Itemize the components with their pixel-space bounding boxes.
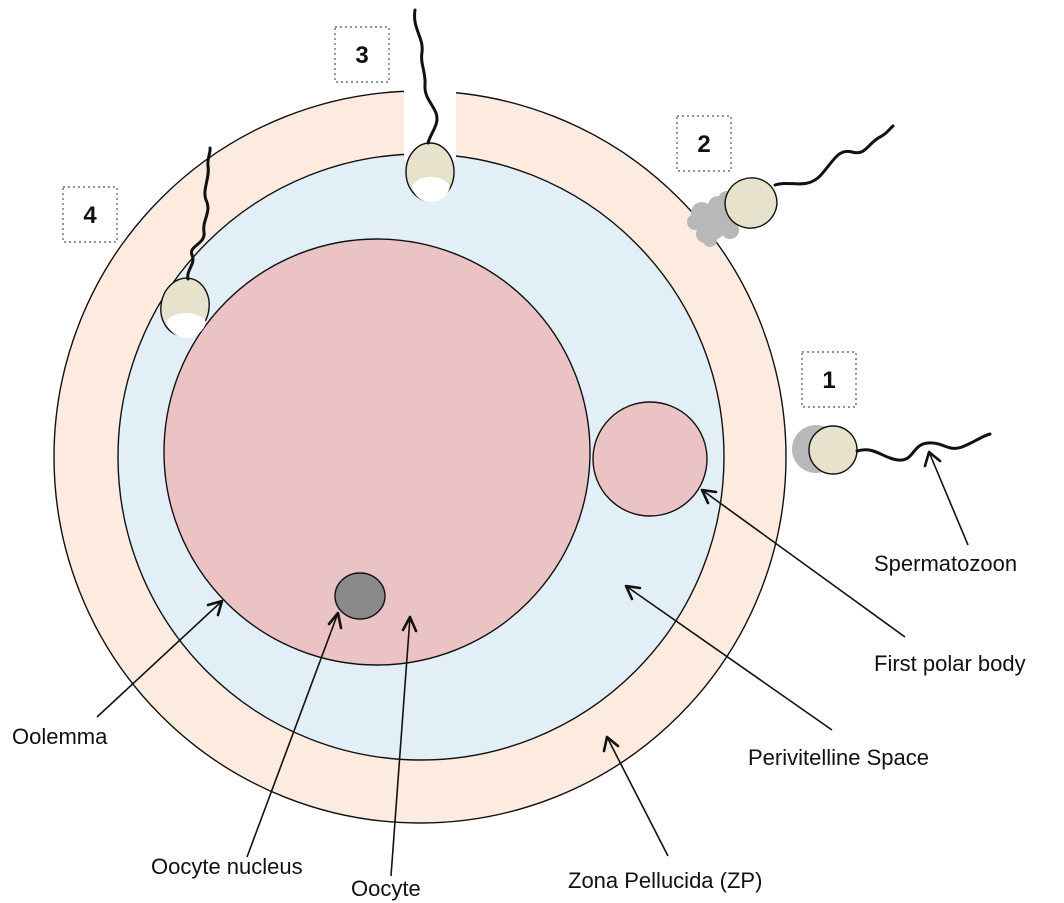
step-3-box: 3: [335, 27, 389, 82]
oocyte-nucleus-label: Oocyte nucleus: [151, 854, 303, 879]
perivitelline-space-label: Perivitelline Space: [748, 745, 929, 770]
oocyte-label: Oocyte: [351, 876, 421, 901]
step-1-box: 1: [802, 352, 856, 407]
spermatozoon-label: Spermatozoon: [874, 551, 1017, 576]
step-2-number: 2: [697, 131, 710, 158]
step-2-box: 2: [677, 116, 731, 171]
spermatozoon-pointer: [925, 452, 968, 545]
oocyte-nucleus: [335, 573, 385, 619]
step-4-box: 4: [63, 187, 117, 242]
sperm-1-head: [809, 426, 857, 474]
sperm-2-tail: [775, 126, 893, 185]
step-3-number: 3: [355, 42, 368, 69]
zona-pellucida-label: Zona Pellucida (ZP): [568, 868, 762, 893]
step-1-number: 1: [822, 367, 835, 394]
sperm-1-tail: [857, 434, 990, 460]
spermatozoon-1: [792, 425, 990, 474]
first-polar-body: [593, 402, 707, 516]
step-4-number: 4: [83, 202, 97, 229]
first-polar-body-label: First polar body: [874, 651, 1026, 676]
oolemma-label: Oolemma: [12, 724, 108, 749]
